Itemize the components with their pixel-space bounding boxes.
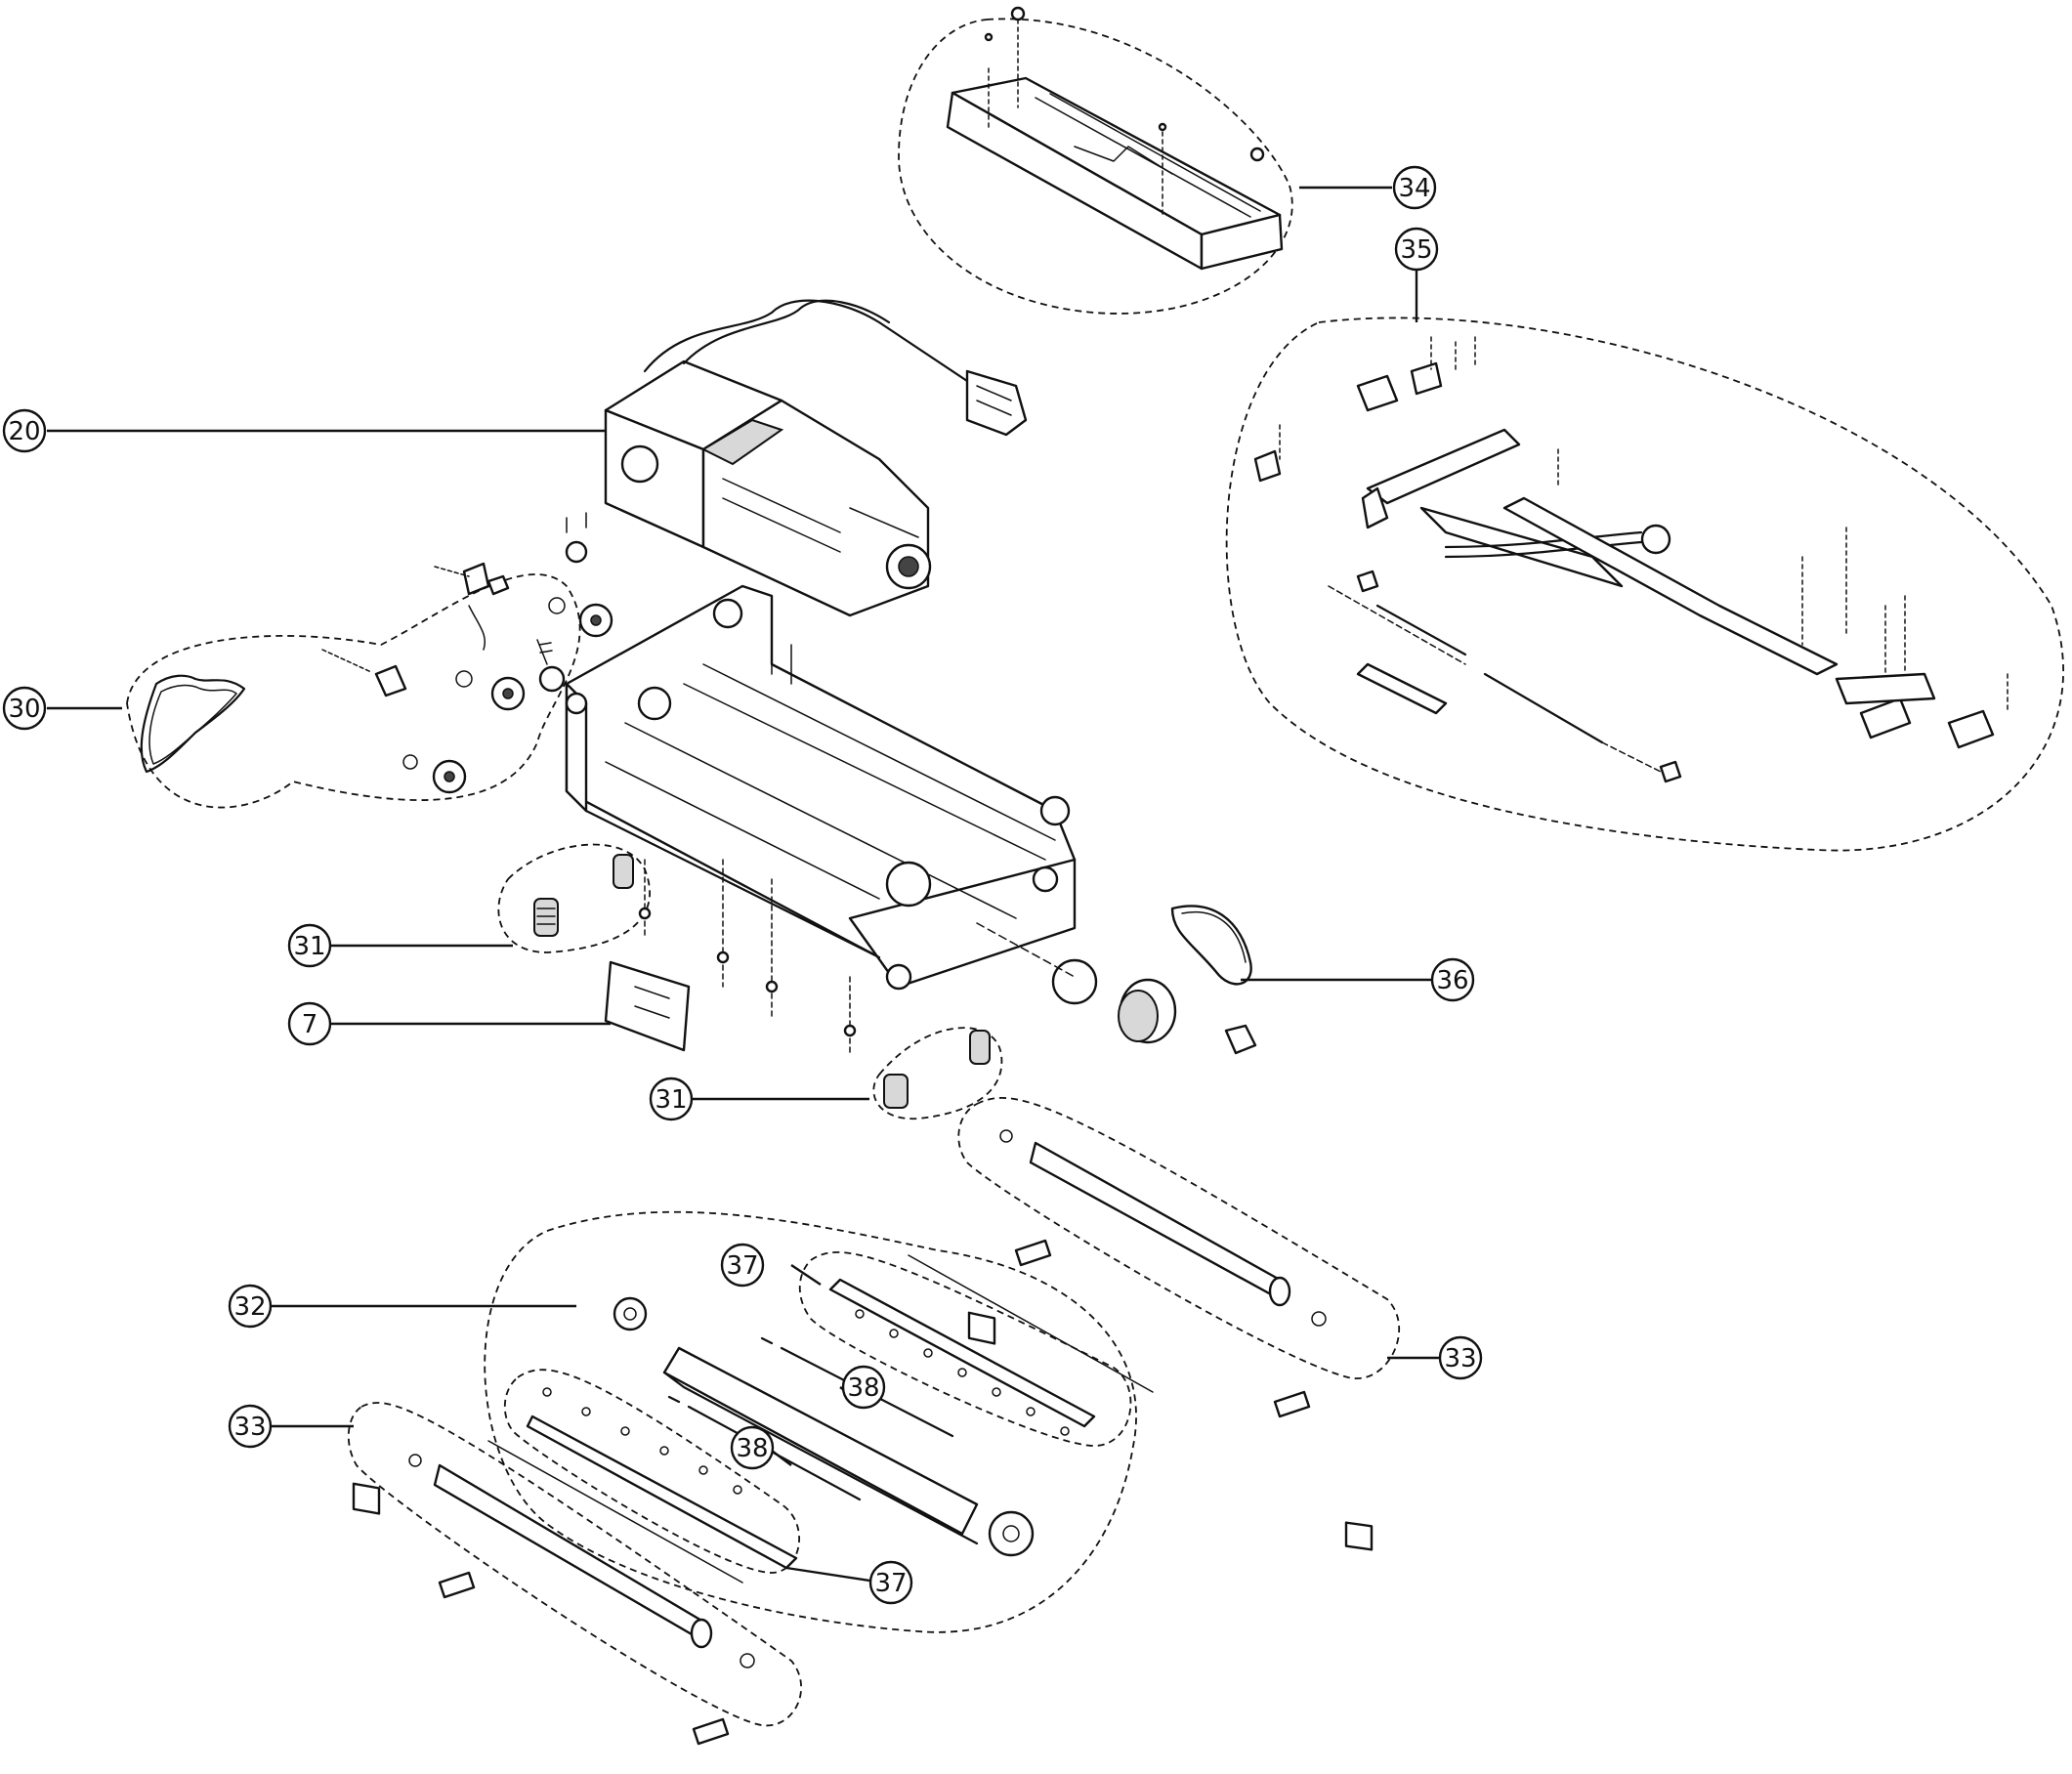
svg-text:32: 32 bbox=[233, 1292, 266, 1322]
callout-34: 34 bbox=[1392, 165, 1437, 210]
part-33-roller-upper bbox=[967, 1129, 1374, 1551]
callout-33-right: 33 bbox=[1438, 1335, 1483, 1380]
svg-text:37: 37 bbox=[874, 1569, 907, 1598]
group-outline-34 bbox=[898, 18, 1293, 315]
group-outline-37-upper bbox=[798, 1251, 1132, 1447]
svg-text:7: 7 bbox=[302, 1010, 318, 1039]
group-outline-33-upper bbox=[957, 1097, 1401, 1380]
part-32-cutter-block bbox=[613, 1296, 1035, 1557]
part-31-springs-lower bbox=[883, 1030, 991, 1109]
callout-33-left: 33 bbox=[228, 1404, 273, 1449]
group-outline-30 bbox=[126, 573, 581, 809]
callout-36: 36 bbox=[1430, 957, 1475, 1002]
part-30-chain-sprockets bbox=[140, 512, 613, 794]
sprocket-3 bbox=[432, 759, 467, 794]
svg-text:34: 34 bbox=[1398, 174, 1430, 203]
callout-20: 20 bbox=[2, 408, 47, 453]
callout-35: 35 bbox=[1394, 227, 1439, 272]
sprocket-2 bbox=[578, 603, 613, 638]
callout-38-lower: 38 bbox=[730, 1425, 775, 1470]
svg-text:33: 33 bbox=[1444, 1344, 1476, 1373]
callout-37-lower: 37 bbox=[868, 1560, 913, 1605]
svg-text:30: 30 bbox=[8, 695, 40, 724]
svg-text:31: 31 bbox=[655, 1085, 687, 1115]
sprocket-1 bbox=[490, 676, 526, 711]
callout-31-lower: 31 bbox=[649, 1077, 694, 1121]
group-outline-33-lower bbox=[347, 1402, 802, 1727]
callout-30: 30 bbox=[2, 686, 47, 731]
leader-lines bbox=[47, 186, 1439, 1583]
housing-fasteners bbox=[638, 859, 857, 1056]
callout-7: 7 bbox=[287, 1001, 332, 1046]
part-37-knife-upper bbox=[828, 1254, 1154, 1436]
part-7-label-plate bbox=[604, 960, 691, 1052]
svg-text:33: 33 bbox=[233, 1413, 266, 1442]
group-outline-37-lower bbox=[503, 1369, 800, 1574]
svg-text:38: 38 bbox=[847, 1373, 879, 1403]
part-main-housing bbox=[565, 584, 1077, 991]
svg-text:36: 36 bbox=[1436, 966, 1468, 995]
part-20-motor bbox=[604, 299, 1028, 736]
part-36-belt bbox=[1170, 905, 1252, 986]
part-31-springs-upper bbox=[533, 854, 634, 937]
callout-31-upper: 31 bbox=[287, 923, 332, 968]
svg-text:37: 37 bbox=[726, 1251, 758, 1281]
part-34-top-cover bbox=[946, 6, 1284, 271]
callout-38-upper: 38 bbox=[841, 1365, 886, 1410]
callout-37-upper: 37 bbox=[720, 1243, 765, 1288]
group-outline-35 bbox=[1225, 317, 2064, 852]
part-35-height-adjust bbox=[1253, 336, 2009, 783]
svg-text:31: 31 bbox=[293, 932, 325, 961]
drive-pulley bbox=[976, 922, 1257, 1055]
svg-text:35: 35 bbox=[1400, 235, 1432, 265]
part-33-roller-lower bbox=[352, 1454, 755, 1746]
group-outline-32 bbox=[484, 1210, 1137, 1633]
callout-32: 32 bbox=[228, 1284, 273, 1329]
svg-text:38: 38 bbox=[736, 1434, 768, 1463]
svg-text:20: 20 bbox=[8, 417, 40, 446]
